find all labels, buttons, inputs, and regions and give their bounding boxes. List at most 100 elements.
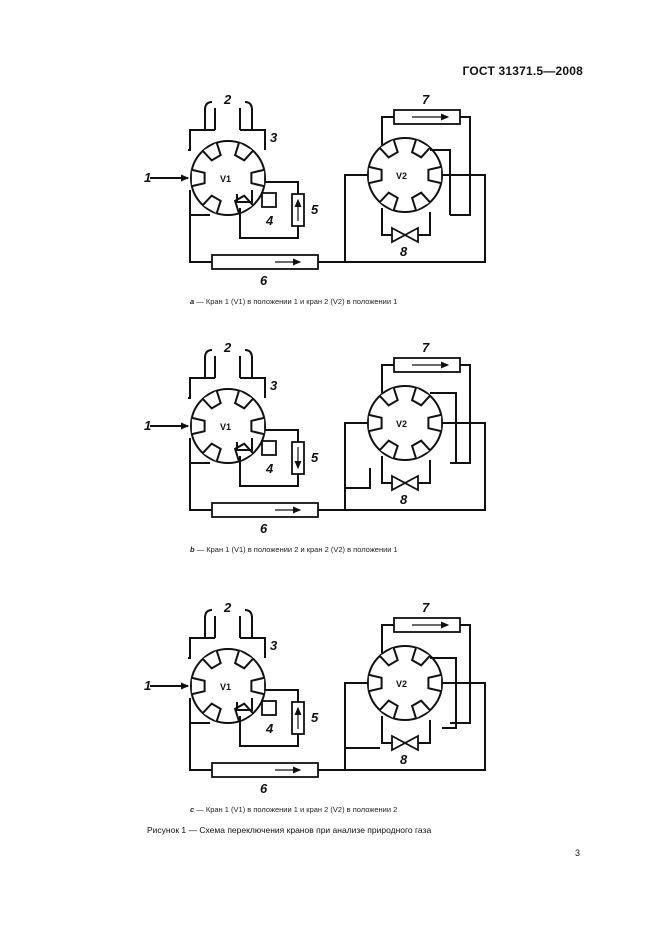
label-3: 3: [270, 130, 278, 145]
label-7: 7: [422, 92, 430, 107]
v1-to-col6: [189, 723, 212, 771]
valve2-port-2: [410, 647, 431, 667]
valve1-port-6: [191, 416, 206, 436]
v2-right-loop: [345, 422, 486, 511]
box-4: [261, 192, 277, 208]
label-6: 6: [260, 273, 268, 288]
box-4: [261, 440, 277, 456]
valve1-port-1: [202, 142, 222, 162]
needle-valve-left: [391, 226, 407, 244]
valve2-port-1: [379, 139, 399, 159]
label-5: 5: [311, 450, 319, 465]
valve1-port-3: [250, 168, 265, 188]
standard-code: ГОСТ 31371.5—2008: [462, 64, 583, 78]
col6-to-right: [318, 488, 346, 511]
v1-loop-line: [236, 698, 253, 711]
valve1-port-5: [202, 194, 222, 214]
label-4: 4: [265, 461, 274, 476]
valve2-port-5: [379, 439, 399, 459]
v8-left: [381, 716, 392, 744]
caption-letter: а: [190, 297, 195, 306]
needle-valve-left: [391, 734, 407, 752]
valve1-port-5: [202, 702, 222, 722]
valve1-port-6: [191, 676, 206, 696]
label-8: 8: [400, 492, 408, 507]
valve2-port-5: [379, 191, 399, 211]
page-number: 3: [575, 848, 581, 858]
valve1-port-5: [202, 442, 222, 462]
valve1-port-2: [233, 390, 254, 410]
needle-valve-right: [403, 474, 419, 492]
valve1-port-3: [250, 416, 265, 436]
column-6: [211, 254, 319, 270]
valve2-label: V2: [396, 419, 407, 429]
needle-valve-right: [403, 226, 419, 244]
label-6: 6: [260, 521, 268, 536]
v2-right-loop: [345, 174, 486, 263]
caption-c: с — Кран 1 (V1) в положении 1 и кран 2 (…: [190, 805, 397, 814]
caption-letter: b: [190, 545, 195, 554]
caption-text: — Кран 1 (V1) в положении 1 и кран 2 (V2…: [196, 297, 398, 306]
v1-loop-line: [236, 190, 253, 203]
valve1-port-3: [250, 676, 265, 696]
v1-to-col6: [189, 215, 212, 263]
col6-to-right: [318, 240, 346, 263]
valve1-body-right-upper: [240, 637, 266, 658]
v2-left-line: [344, 422, 368, 488]
valve1-body-left-upper: [188, 637, 215, 659]
valve1-body-right-upper: [240, 377, 266, 398]
v2-right-loop: [345, 682, 486, 771]
label-3: 3: [270, 378, 278, 393]
valve1-label: V1: [220, 682, 231, 692]
column-6: [211, 502, 319, 518]
valve2-port-2: [410, 387, 431, 407]
v8-right: [418, 460, 431, 484]
caption-b: b — Кран 1 (V1) в положении 2 и кран 2 (…: [190, 545, 398, 554]
caption-letter: с: [190, 805, 195, 814]
v1-to-col5-top: [265, 689, 299, 702]
v2-left-line: [344, 174, 368, 240]
valve1-body-right-upper: [240, 129, 266, 150]
caption-text: — Кран 1 (V1) в положении 1 и кран 2 (V2…: [196, 805, 398, 814]
valve2-port-1: [379, 647, 399, 667]
col7-left: [381, 364, 394, 393]
valve1-port-2: [233, 142, 254, 162]
valve1-rotor: [190, 648, 266, 724]
col7-left: [381, 624, 394, 653]
caption-text: — Кран 1 (V1) в положении 2 и кран 2 (V2…: [196, 545, 398, 554]
cap-bend: [204, 101, 253, 111]
v1-loop-line: [236, 438, 253, 451]
valve2-label: V2: [396, 679, 407, 689]
label-1: 1: [144, 170, 151, 185]
label-1: 1: [144, 418, 151, 433]
label-8: 8: [400, 752, 408, 767]
column-6: [211, 762, 319, 778]
label-7: 7: [422, 340, 430, 355]
v1-to-col5-bottom: [239, 716, 299, 747]
valve2-port-1: [379, 387, 399, 407]
label-7: 7: [422, 600, 430, 615]
col6-to-right: [318, 748, 346, 771]
label-2: 2: [223, 340, 232, 355]
valve2-port-3: [427, 673, 442, 693]
label-4: 4: [265, 721, 274, 736]
v2-internal: [430, 149, 451, 215]
v2-left-line: [344, 682, 368, 748]
valve2-port-2: [410, 139, 431, 159]
valve1-port-2: [233, 650, 254, 670]
valve2-port-6: [368, 673, 383, 693]
label-2: 2: [223, 600, 232, 615]
label-1: 1: [144, 678, 151, 693]
v8-left: [381, 456, 392, 484]
valve2-port-4: [410, 191, 431, 211]
label-4: 4: [265, 213, 274, 228]
v1-to-col5-bottom: [239, 456, 299, 487]
valve1-port-1: [202, 390, 222, 410]
valve2-port-5: [379, 699, 399, 719]
label-5: 5: [311, 202, 319, 217]
v8-right: [418, 720, 431, 744]
valve2-port-3: [427, 165, 442, 185]
